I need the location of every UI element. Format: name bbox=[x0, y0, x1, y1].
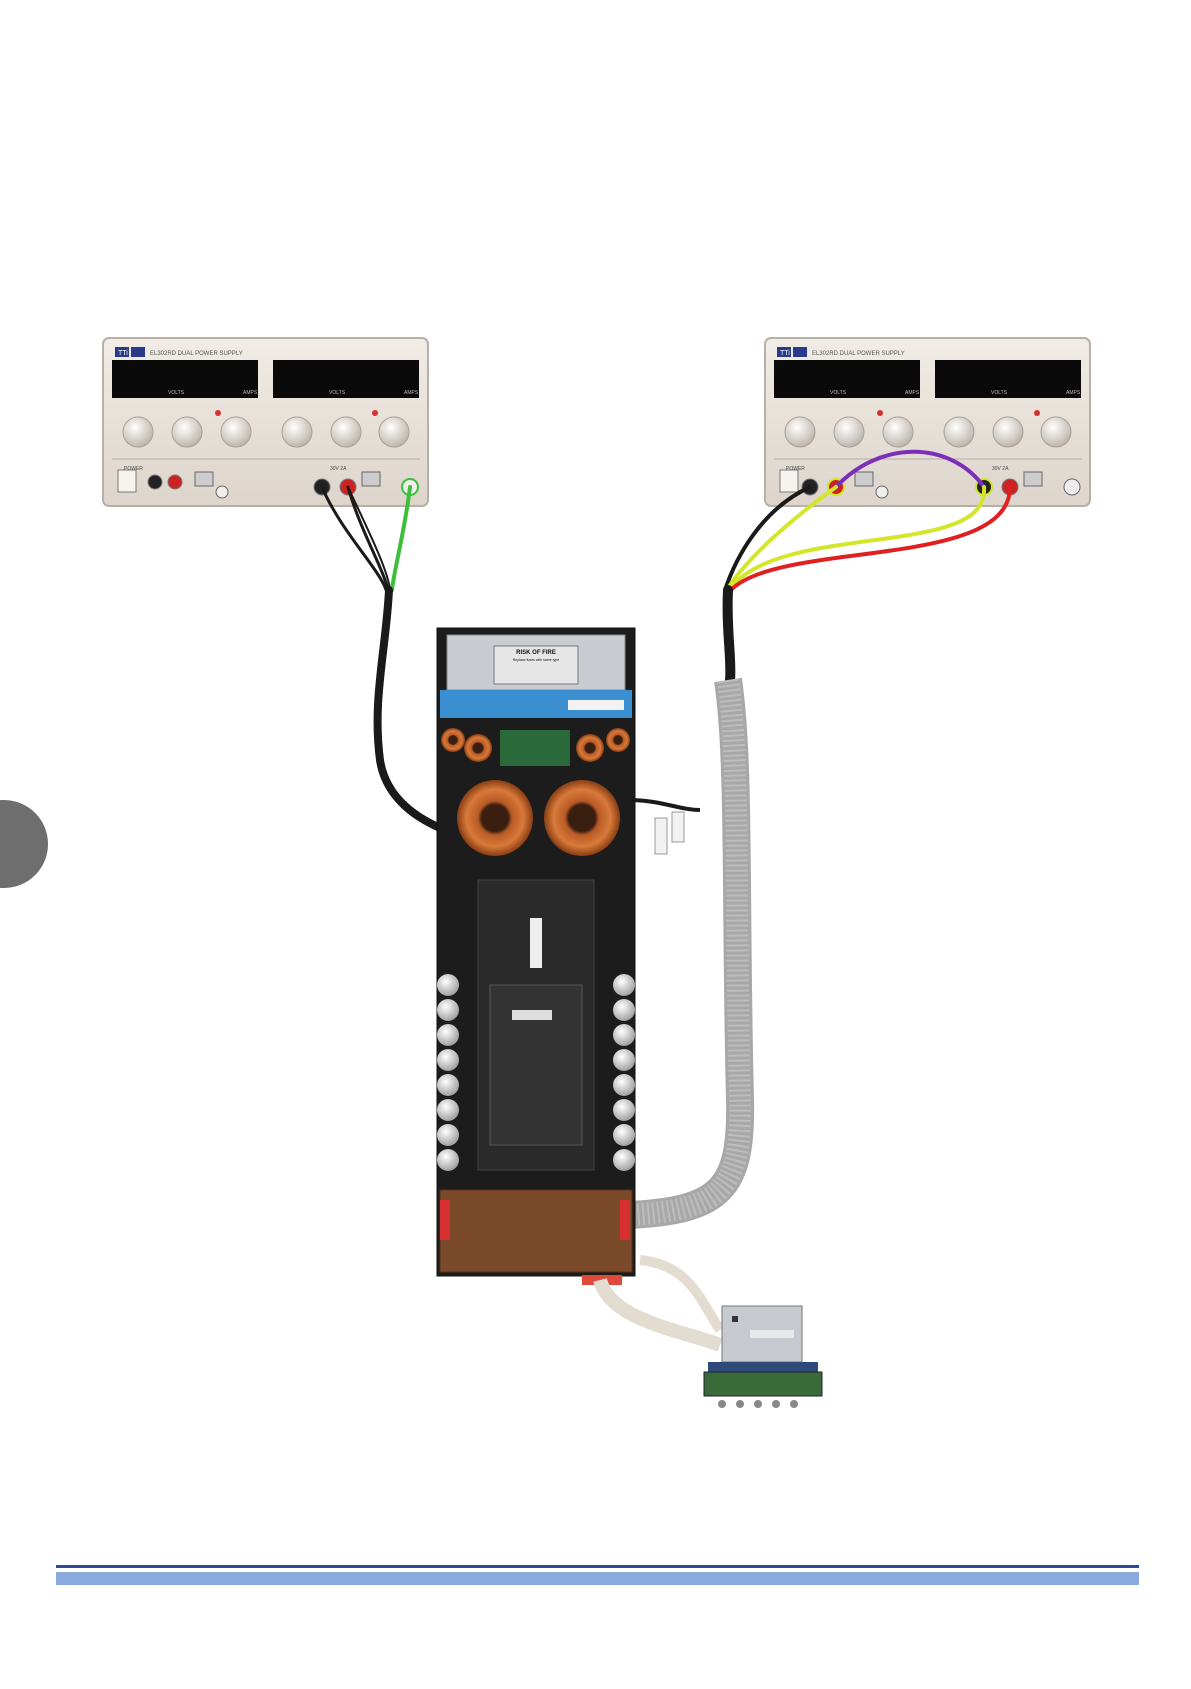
psu-brand: TTi bbox=[118, 350, 128, 357]
power-supply-left: TTi EL302RD DUAL POWER SUPPLY VOLTS AMPS… bbox=[103, 338, 428, 506]
footer-rule-dark bbox=[56, 1565, 1139, 1568]
svg-text:VOLTS: VOLTS bbox=[168, 390, 185, 396]
control-board bbox=[440, 1190, 632, 1272]
volts-amps-display bbox=[273, 360, 419, 398]
svg-text:AMPS: AMPS bbox=[1066, 390, 1081, 396]
toroid-inductor bbox=[544, 780, 620, 856]
ribbon-cable-small bbox=[600, 1280, 720, 1345]
terminal-ground[interactable] bbox=[1064, 479, 1080, 495]
toroid-inductor bbox=[457, 780, 533, 856]
terminal-black[interactable] bbox=[148, 475, 162, 489]
svg-text:VOLTS: VOLTS bbox=[991, 390, 1008, 396]
svg-text:AMPS: AMPS bbox=[905, 390, 920, 396]
ribbon-cable bbox=[630, 680, 740, 1215]
volts-amps-display bbox=[112, 360, 258, 398]
terminal-red[interactable] bbox=[168, 475, 182, 489]
psu-model-label: EL302RD DUAL POWER SUPPLY bbox=[812, 351, 905, 357]
warning-subtitle: Replace fuses with same type bbox=[513, 658, 560, 662]
svg-text:AMPS: AMPS bbox=[404, 390, 419, 396]
svg-text:VOLTS: VOLTS bbox=[830, 390, 847, 396]
psu-model-label: EL302RD DUAL POWER SUPPLY bbox=[150, 351, 243, 357]
left-cable-bundle bbox=[322, 487, 445, 830]
power-switch[interactable] bbox=[780, 470, 798, 492]
volts-amps-display bbox=[774, 360, 920, 398]
volts-amps-display bbox=[935, 360, 1081, 398]
power-supply-right: TTi EL302RD DUAL POWER SUPPLY VOLTS AMPS… bbox=[765, 338, 1090, 506]
power-switch[interactable] bbox=[118, 470, 136, 492]
warning-title: RISK OF FIRE bbox=[516, 650, 556, 656]
interface-module bbox=[704, 1306, 822, 1408]
amplifier-module: RISK OF FIRE Replace fuses with same typ… bbox=[437, 628, 700, 1285]
svg-text:30V 2A: 30V 2A bbox=[992, 466, 1009, 472]
footer-rule-light bbox=[56, 1572, 1139, 1585]
svg-text:POWER: POWER bbox=[786, 466, 805, 472]
svg-text:VOLTS: VOLTS bbox=[329, 390, 346, 396]
svg-text:AMPS: AMPS bbox=[243, 390, 258, 396]
svg-text:POWER: POWER bbox=[124, 466, 143, 472]
psu-brand: TTi bbox=[780, 350, 790, 357]
svg-text:30V 2A: 30V 2A bbox=[330, 466, 347, 472]
